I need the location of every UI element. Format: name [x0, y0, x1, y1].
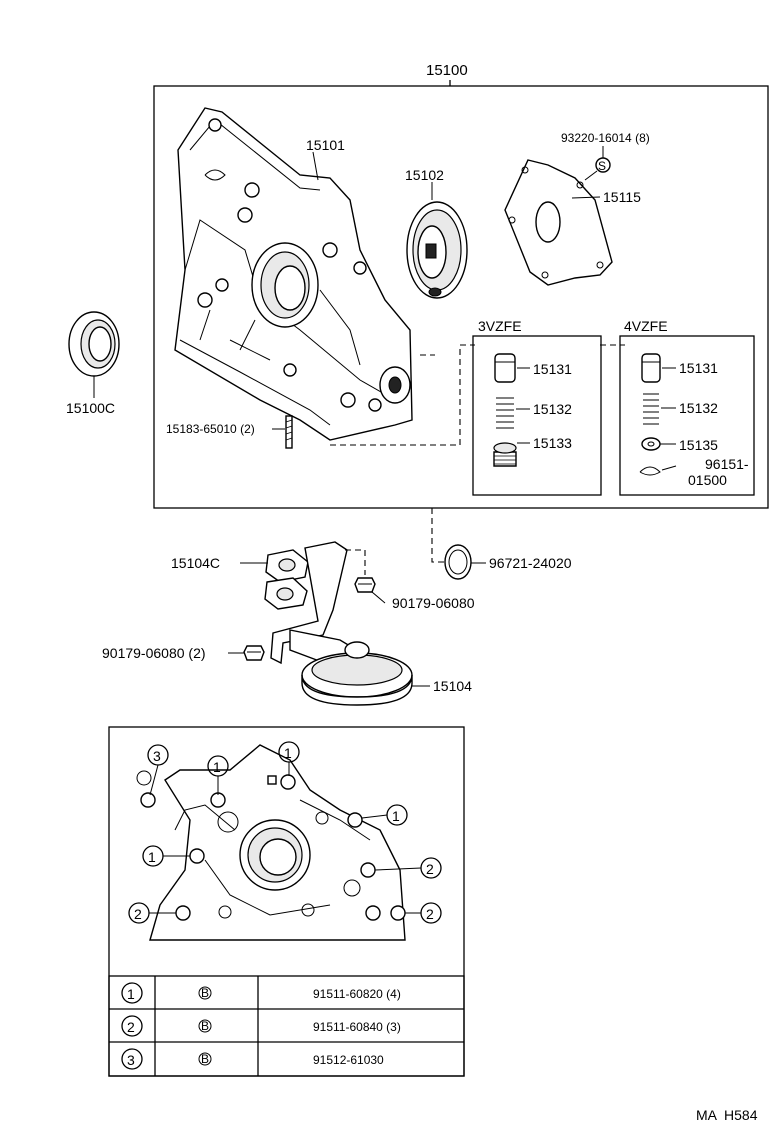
label-strainer: 15104	[433, 678, 472, 694]
callout-1-b: 1	[278, 741, 300, 776]
label-nut-a: 90179-06080	[392, 595, 475, 611]
variant-4vzfe-parts	[639, 353, 661, 476]
callout-1-c-text: 1	[392, 808, 400, 824]
row-2-symbol: B	[201, 1019, 209, 1033]
oil-seal	[68, 311, 120, 377]
variant-3vzfe-parts	[493, 353, 517, 467]
row-1-key: 1	[127, 986, 135, 1002]
callout-3-top-text: 3	[153, 748, 161, 764]
callout-2-a-text: 2	[426, 861, 434, 877]
callout-1-d-text: 1	[148, 849, 156, 865]
assembly-frame	[153, 85, 769, 509]
nut-a-leader	[371, 591, 386, 604]
v4-part-4a: 96151-	[705, 456, 749, 472]
v4-part-1: 15131	[679, 360, 718, 376]
dashed-link-relief	[330, 344, 475, 446]
v4-part-4b: 01500	[688, 472, 727, 488]
label-stud: 15183-65010 (2)	[166, 422, 255, 436]
variant-4vzfe-box	[619, 335, 755, 496]
v4-leader-4	[661, 465, 677, 471]
v3-part-1: 15131	[533, 361, 572, 377]
label-gasket-strainer: 15104C	[171, 555, 220, 571]
callout-1-a-text: 1	[213, 759, 221, 775]
variant-3vzfe-box	[472, 335, 602, 496]
stud-bolt	[285, 415, 293, 449]
plate-leader	[571, 196, 601, 199]
dashed-link-nut	[345, 549, 366, 575]
row-3-symbol: B	[201, 1052, 209, 1066]
bolt-table-row-1: 1 B 91511-60820 (4)	[121, 982, 401, 1004]
callout-2-c-text: 2	[426, 906, 434, 922]
bolt-table-row-3: 3 B 91512-61030	[121, 1048, 384, 1070]
label-body: 15101	[306, 137, 345, 153]
row-1-symbol: B	[201, 986, 209, 1000]
nut-a	[354, 577, 376, 593]
v3-part-3: 15133	[533, 435, 572, 451]
callout-2-b: 2	[128, 902, 176, 924]
oil-pump-body	[174, 107, 413, 441]
bolt-table	[108, 975, 465, 1077]
callout-1-d: 1	[142, 845, 190, 867]
row-3-part: 91512-61030	[313, 1053, 384, 1067]
label-screw: 93220-16014 (8)	[561, 131, 650, 145]
row-2-key: 2	[127, 1019, 135, 1035]
body-leader	[312, 151, 319, 181]
callout-1-a: 1	[207, 755, 229, 795]
callout-2-a: 2	[374, 857, 442, 879]
callout-1-c: 1	[361, 804, 408, 826]
row-1-part: 91511-60820 (4)	[313, 987, 401, 1001]
label-oring: 96721-24020	[489, 555, 572, 571]
label-assy: 15100	[426, 62, 468, 79]
label-rotor: 15102	[405, 167, 444, 183]
label-plate: 15115	[603, 189, 641, 205]
strainer-assembly	[264, 541, 413, 706]
callout-3-top: 3	[147, 744, 169, 796]
screw-symbol: S	[598, 159, 606, 173]
variant-3vzfe-title: 3VZFE	[478, 318, 522, 334]
screw-leader	[584, 170, 598, 181]
nut-b	[243, 645, 265, 661]
v4-part-2: 15132	[679, 400, 718, 416]
callout-2-b-text: 2	[134, 906, 142, 922]
variant-4vzfe-title: 4VZFE	[624, 318, 668, 334]
label-nut-b: 90179-06080 (2)	[102, 645, 206, 661]
v3-part-2: 15132	[533, 401, 572, 417]
dashed-link-oring	[431, 508, 445, 563]
callout-2-c: 2	[405, 902, 442, 924]
bolt-table-row-2: 2 B 91511-60840 (3)	[121, 1015, 401, 1037]
rotor-set	[406, 201, 468, 299]
v4-part-3: 15135	[679, 437, 718, 453]
callout-1-b-text: 1	[284, 745, 292, 761]
drawing-code: MA H584	[696, 1107, 758, 1123]
cover-plate	[504, 159, 613, 286]
row-3-key: 3	[127, 1052, 135, 1068]
label-seal: 15100C	[66, 400, 115, 416]
o-ring	[444, 544, 472, 580]
row-2-part: 91511-60840 (3)	[313, 1020, 401, 1034]
bolt-location-view	[136, 744, 406, 941]
